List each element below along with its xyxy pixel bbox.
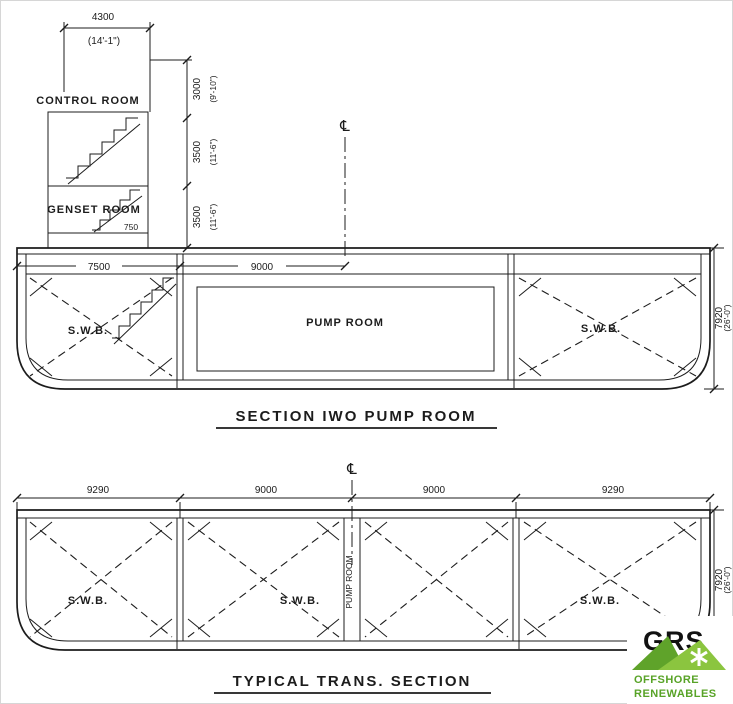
swb-center-label: S.W.B. xyxy=(280,595,320,607)
pump-room: PUMP ROOM xyxy=(196,286,495,372)
swb-right-label: S.W.B. xyxy=(580,595,620,607)
section-title: SECTION IWO PUMP ROOM xyxy=(236,408,477,425)
dim-3500-b-ft: (11'-6") xyxy=(208,203,218,230)
section-title: TYPICAL TRANS. SECTION xyxy=(233,673,472,690)
logo-star-icon xyxy=(690,648,708,666)
dim-750: 750 xyxy=(124,222,138,232)
logo-leaf-light-icon xyxy=(658,640,726,670)
dim-3000: 3000 xyxy=(192,77,203,100)
dim-7920-top: 7920 xyxy=(714,306,725,329)
swb-right-label: S.W.B. xyxy=(581,323,621,335)
swb-left-label: S.W.B. xyxy=(68,325,108,337)
dim-9290-right: 9290 xyxy=(602,485,625,496)
dim-9000-left: 9000 xyxy=(255,485,278,496)
top-level-dimensions: 3000 (9'-10") 3500 (11'-6") 3500 (11'-6"… xyxy=(150,55,218,253)
bottom-xbraces xyxy=(29,521,697,638)
dim-4300: 4300 xyxy=(92,12,115,23)
dim-3500-a: 3500 xyxy=(192,140,203,163)
logo-renewables-text: RENEWABLES xyxy=(634,688,717,700)
genset-room-label: GENSET ROOM xyxy=(47,204,141,216)
dim-3500-a-ft: (11'-6") xyxy=(208,138,218,165)
swb-left-label: S.W.B. xyxy=(68,595,108,607)
dim-7500: 7500 xyxy=(88,262,111,273)
top-hull xyxy=(16,247,711,390)
dim-7920-ft-bottom: (26'-0") xyxy=(722,566,732,593)
centerline-icon: ℄ xyxy=(339,118,350,135)
top-width-dimension: 4300 (14'-1") xyxy=(59,12,155,112)
pump-room-label: PUMP ROOM xyxy=(306,317,384,329)
control-room: CONTROL ROOM xyxy=(36,95,149,187)
stairs-icon xyxy=(112,277,174,339)
control-room-box xyxy=(47,111,149,187)
stairs-icon xyxy=(66,117,138,179)
dim-9000-right: 9000 xyxy=(423,485,446,496)
dim-3000-ft: (9'-10") xyxy=(208,75,218,102)
top-centerline: ℄ xyxy=(339,118,350,258)
hull-outline xyxy=(16,509,711,651)
bottom-bay-dimensions: 9290 9000 9000 9290 xyxy=(12,485,715,518)
bottom-hull xyxy=(16,509,711,651)
hull-stairs xyxy=(112,277,177,345)
bottom-centerline: ℄ xyxy=(346,461,357,565)
dim-7920-ft-top: (26'-0") xyxy=(722,304,732,331)
dim-3500-b: 3500 xyxy=(192,205,203,228)
pump-room-box xyxy=(196,286,495,372)
top-left-swb: S.W.B. xyxy=(29,277,173,377)
grs-logo: GRS OFFSHORE RENEWABLES xyxy=(627,616,733,704)
stairs-icon xyxy=(92,189,140,231)
top-title: SECTION IWO PUMP ROOM xyxy=(216,408,497,429)
trunk-vertical-label: PUMP ROOM xyxy=(344,555,354,608)
dim-4300-ft: (14'-1") xyxy=(88,36,120,47)
genset-room-box xyxy=(47,185,149,234)
dim-7920-bottom: 7920 xyxy=(714,568,725,591)
dim-9000-top: 9000 xyxy=(251,262,274,273)
top-right-swb: S.W.B. xyxy=(518,277,697,377)
top-bay-dimensions: 7500 9000 xyxy=(12,261,350,273)
control-room-label: CONTROL ROOM xyxy=(36,95,139,107)
dim-9290-left: 9290 xyxy=(87,485,110,496)
hull-outline xyxy=(16,247,711,390)
bottom-labels: S.W.B. S.W.B. S.W.B. PUMP ROOM xyxy=(68,555,620,608)
top-depth-dimension: 7920 (26'-0") xyxy=(704,243,732,394)
centerline-icon: ℄ xyxy=(346,461,357,478)
genset-room: GENSET ROOM 750 xyxy=(47,185,149,248)
logo-offshore-text: OFFSHORE xyxy=(634,674,699,686)
bottom-title: TYPICAL TRANS. SECTION xyxy=(214,673,491,694)
